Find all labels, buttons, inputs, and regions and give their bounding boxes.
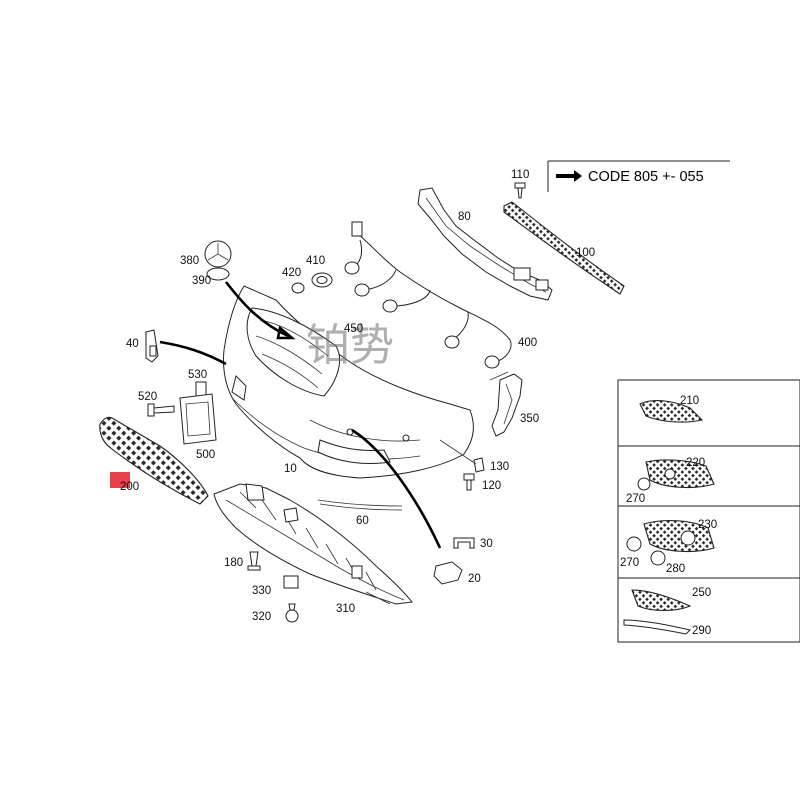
clip-330 bbox=[283, 575, 299, 589]
screw-110 bbox=[514, 182, 526, 199]
label-100: 100 bbox=[576, 247, 595, 259]
label-130: 130 bbox=[490, 461, 509, 473]
label-450: 450 bbox=[344, 323, 363, 335]
label-210: 210 bbox=[680, 395, 699, 407]
label-380: 380 bbox=[180, 255, 199, 267]
leader-line-bracket bbox=[159, 340, 227, 366]
label-40: 40 bbox=[126, 338, 139, 350]
fog-ring-280 bbox=[650, 550, 666, 566]
label-400: 400 bbox=[518, 337, 537, 349]
fog-grille-220 bbox=[645, 459, 715, 488]
screw-520 bbox=[147, 403, 175, 417]
label-330: 330 bbox=[252, 585, 271, 597]
trim-strip-290 bbox=[623, 619, 691, 635]
fog-ring-270-a bbox=[637, 477, 651, 491]
bracket-80 bbox=[417, 187, 553, 301]
tow-cap-20 bbox=[433, 561, 463, 585]
fog-ring-270-b bbox=[626, 536, 642, 552]
fog-grille-210 bbox=[639, 399, 704, 423]
label-80: 80 bbox=[458, 211, 471, 223]
underbody-panel-310 bbox=[213, 483, 413, 605]
label-350: 350 bbox=[520, 413, 539, 425]
label-320: 320 bbox=[252, 611, 271, 623]
trim-strip-60 bbox=[317, 499, 403, 507]
clip-30 bbox=[453, 537, 475, 549]
label-200: 200 bbox=[120, 481, 139, 493]
label-270-a: 270 bbox=[626, 493, 645, 505]
variant-boxes bbox=[617, 379, 800, 643]
label-290: 290 bbox=[692, 625, 711, 637]
wiring-harness-400 bbox=[344, 221, 512, 369]
screw-120 bbox=[463, 473, 475, 491]
label-500: 500 bbox=[196, 449, 215, 461]
label-530: 530 bbox=[188, 369, 207, 381]
label-310: 310 bbox=[336, 603, 355, 615]
label-20: 20 bbox=[468, 573, 481, 585]
watermark-text: 铂势 bbox=[306, 320, 394, 371]
label-110: 110 bbox=[511, 169, 529, 181]
sensor-410 bbox=[311, 272, 333, 288]
lower-grille-200 bbox=[99, 416, 209, 505]
label-420: 420 bbox=[282, 267, 301, 279]
part-labels: 10 20 30 40 60 80 100 110 120 130 180 20… bbox=[120, 169, 717, 637]
screw-320 bbox=[285, 603, 299, 623]
label-60: 60 bbox=[356, 515, 369, 527]
bracket-350 bbox=[491, 373, 523, 437]
label-250: 250 bbox=[692, 587, 711, 599]
label-390: 390 bbox=[192, 275, 211, 287]
screw-180 bbox=[247, 551, 261, 571]
front-bumper-10 bbox=[223, 285, 474, 479]
label-10: 10 bbox=[284, 463, 297, 475]
label-120: 120 bbox=[482, 480, 501, 492]
label-180: 180 bbox=[224, 557, 243, 569]
trim-strip-100 bbox=[503, 201, 625, 295]
label-280: 280 bbox=[666, 563, 685, 575]
license-plate-500 bbox=[179, 393, 217, 445]
code-text: CODE 805 +- 055 bbox=[588, 169, 704, 185]
sensor-ring-420 bbox=[291, 282, 305, 294]
label-270-b: 270 bbox=[620, 557, 639, 569]
label-220: 220 bbox=[686, 457, 705, 469]
label-30: 30 bbox=[480, 538, 493, 550]
emblem-base-390 bbox=[206, 267, 230, 281]
leader-line-cap bbox=[351, 428, 442, 549]
emblem-380 bbox=[204, 240, 232, 268]
arrow-right-icon bbox=[556, 170, 582, 182]
code-box: CODE 805 +- 055 bbox=[547, 160, 730, 192]
label-230: 230 bbox=[698, 519, 717, 531]
fog-grille-250 bbox=[631, 589, 692, 612]
label-410: 410 bbox=[306, 255, 325, 267]
fog-grille-230 bbox=[643, 520, 715, 552]
label-520: 520 bbox=[138, 391, 157, 403]
clip-130 bbox=[473, 457, 485, 473]
highlight-marker-200 bbox=[110, 472, 130, 488]
